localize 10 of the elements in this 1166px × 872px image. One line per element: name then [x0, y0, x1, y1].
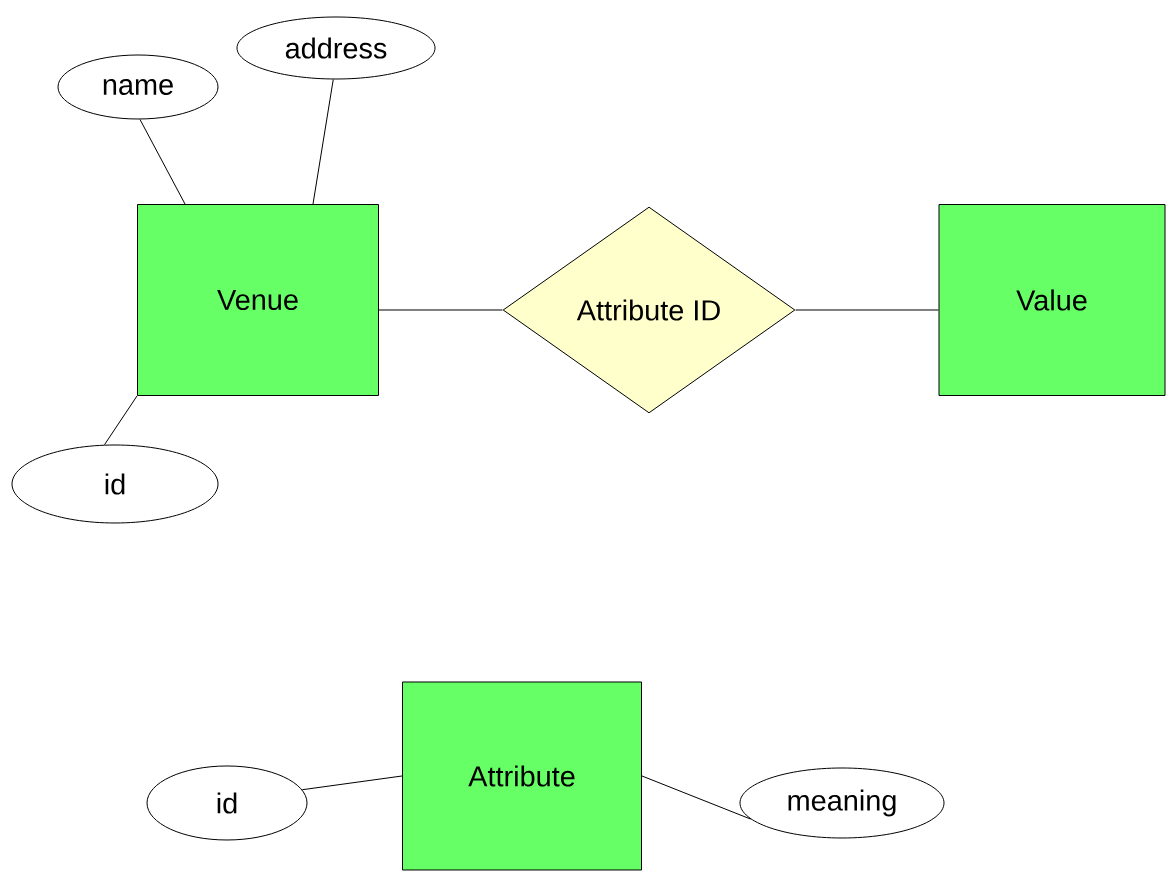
- connector-line: [139, 119, 186, 205]
- entity-box: Value: [938, 204, 1166, 396]
- connector-line: [104, 395, 138, 446]
- connector-line: [378, 309, 503, 311]
- connector-line: [301, 775, 403, 791]
- connector-line: [795, 309, 939, 311]
- entity-box: Venue: [137, 204, 379, 396]
- connector-line: [641, 775, 752, 820]
- entity-box: Attribute: [402, 681, 642, 871]
- connector-line: [312, 79, 334, 205]
